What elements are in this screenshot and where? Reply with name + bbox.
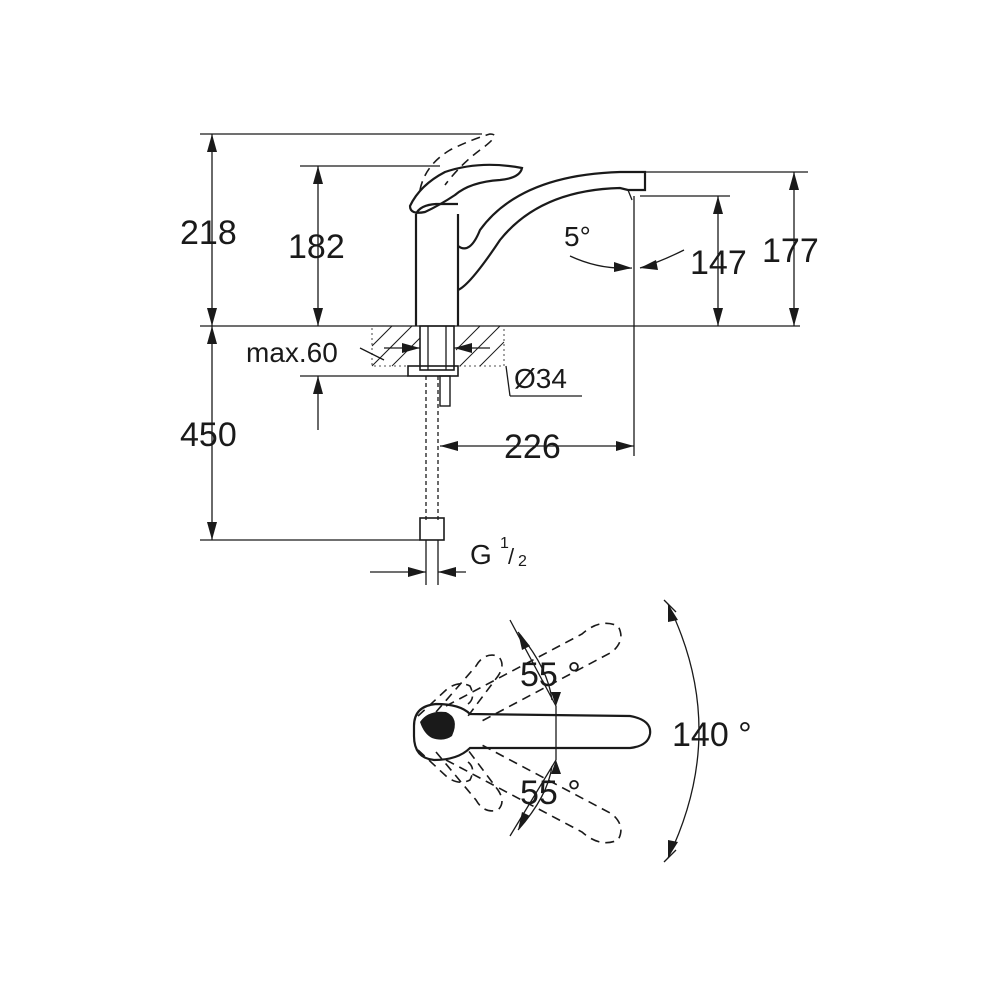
dim-total-height: 218: [180, 214, 237, 252]
lever-hub-icon: [420, 711, 455, 740]
lever-lower-ghosts: [417, 743, 622, 844]
dim-spout-height: 177: [762, 232, 819, 270]
dim-connection-thread: G 1 / 2: [470, 535, 527, 570]
dim-outlet-height: 147: [690, 244, 747, 282]
dim-max-deck: max.60: [246, 337, 338, 368]
lever-swing-top-view: 55 ° 55 ° 140 °: [412, 599, 752, 863]
angle-lower-label: 55 °: [520, 774, 581, 812]
angle-upper-label: 55 °: [520, 656, 581, 694]
swing-arc-140: [667, 603, 700, 859]
svg-text:G: G: [470, 539, 492, 570]
supply-hose: [425, 376, 439, 520]
faucet-lever-raised-ghost: [419, 133, 496, 191]
faucet-lever: [408, 163, 524, 214]
dim-body-height: 182: [288, 228, 345, 266]
dimension-labels: 218 182 177 147 5° max.60 Ø34 450 226 G …: [180, 214, 819, 570]
svg-text:1: 1: [500, 535, 509, 552]
angle-total-label: 140 °: [672, 716, 752, 754]
deck-hatch: [371, 325, 505, 367]
dimension-arrows: [207, 134, 799, 577]
extension-lines: [200, 133, 808, 541]
mounting-nut: [407, 365, 459, 377]
dim-hole-diameter: Ø34: [514, 363, 567, 394]
lever-upper-ghosts: [417, 622, 622, 723]
faucet-side-view: [200, 133, 800, 585]
faucet-spout: [457, 170, 647, 292]
svg-text:/: /: [508, 544, 515, 569]
lever-center-position: [412, 702, 652, 762]
dim-spout-reach: 226: [504, 428, 561, 466]
svg-text:2: 2: [518, 553, 527, 570]
mounting-shank: [419, 325, 455, 371]
faucet-body: [414, 202, 460, 326]
dim-hose-length: 450: [180, 416, 237, 454]
dim-outlet-angle: 5°: [564, 221, 591, 252]
hose-connector: [419, 517, 445, 541]
